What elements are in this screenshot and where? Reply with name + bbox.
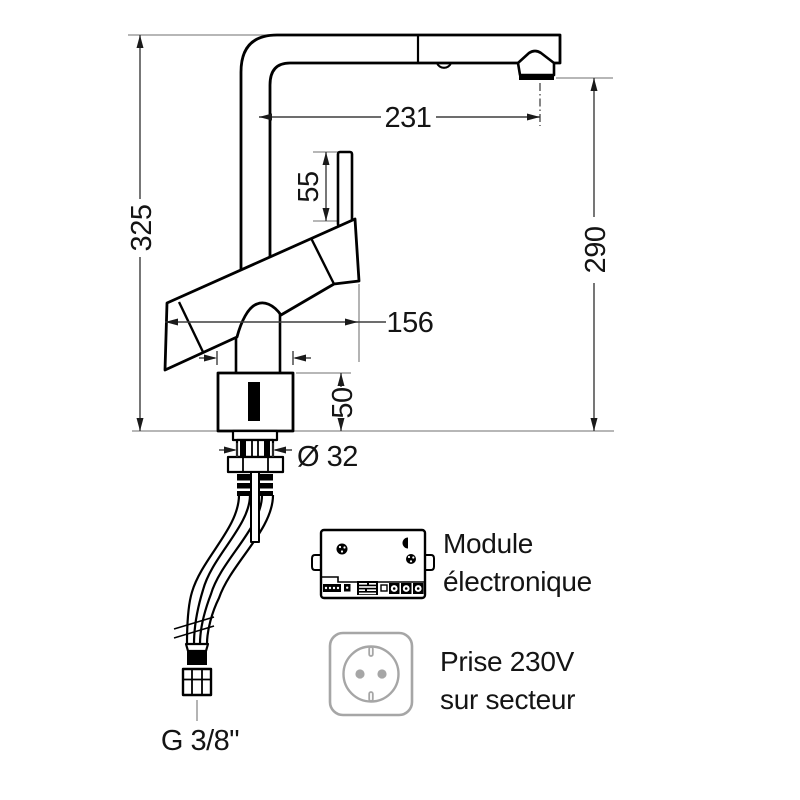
dim-label-handle-length: 156 [387, 307, 434, 339]
dim-label-supply-connection: G 3/8" [161, 725, 239, 757]
break-mark [173, 616, 215, 630]
outlet-nozzle [516, 49, 556, 77]
dim-label-spout-reach: 231 [385, 102, 432, 134]
crimp-gap [260, 488, 273, 491]
hose-crimp-left [237, 474, 250, 496]
outlet-label-line1: Prise 230V [440, 646, 575, 677]
spout-tube [239, 33, 562, 274]
outlet-label-line2: sur secteur [440, 684, 575, 715]
mounting-nut [226, 455, 285, 474]
module-label-line2: électronique [443, 566, 592, 597]
g38-connector [181, 667, 213, 697]
module-notch [402, 537, 408, 549]
dim-label-body-height: 50 [327, 387, 359, 418]
shank-thread-band [264, 440, 270, 457]
handle-right-fold [309, 237, 336, 285]
module-connector-round [389, 583, 424, 594]
module-right-tab [425, 554, 435, 571]
dimension-diameter-32 [219, 443, 292, 457]
dim-label-spout-height: 290 [580, 227, 612, 274]
aerator [519, 75, 554, 80]
crimp-gap [237, 480, 250, 483]
module-jumper [380, 584, 388, 592]
dim-label-lever-rod: 55 [293, 171, 325, 202]
dim-label-total-height: 325 [126, 205, 158, 252]
outlet-plate [328, 631, 414, 717]
sensor-cable [250, 471, 260, 543]
faucet-body [163, 33, 562, 433]
dimension-50 [337, 373, 345, 431]
dimension-231 [259, 113, 540, 121]
shank-thread-band [240, 440, 246, 457]
dimension-55 [322, 152, 330, 221]
mounting-flange [231, 429, 279, 442]
dimension-290 [590, 78, 598, 431]
module-screw [336, 543, 348, 555]
break-mark [173, 625, 215, 639]
module-connector-4pin [323, 584, 341, 592]
hose-taper [184, 642, 210, 653]
outlet-hole [355, 669, 365, 679]
dimension-156 [165, 318, 386, 326]
lever-rod [336, 150, 354, 228]
outlet-ground-clip-bottom [368, 691, 374, 702]
hose-crimp-right [260, 474, 273, 496]
spray-release-bump [435, 62, 453, 69]
sensor-window [248, 382, 260, 421]
outlet-ground-clip-top [368, 646, 374, 657]
power-outlet-icon [328, 631, 414, 717]
fitting-crimp [187, 651, 207, 665]
crimp-gap [237, 488, 250, 491]
dimension-body-width-arrows [199, 351, 311, 365]
electronic-module-icon [311, 528, 435, 600]
module-left-tab [311, 554, 321, 571]
dimension-325 [136, 35, 144, 431]
module-label-line1: Module [443, 528, 533, 559]
extension-lines [128, 34, 614, 432]
handle-left-fold [177, 301, 205, 353]
dim-label-shank-diameter: Ø 32 [297, 441, 358, 473]
module-screw [406, 554, 416, 564]
under-counter-assembly [173, 429, 285, 721]
crimp-gap [260, 480, 273, 483]
module-shelf-line [321, 576, 425, 583]
lever-handle [163, 217, 361, 372]
outlet-hole [377, 669, 387, 679]
